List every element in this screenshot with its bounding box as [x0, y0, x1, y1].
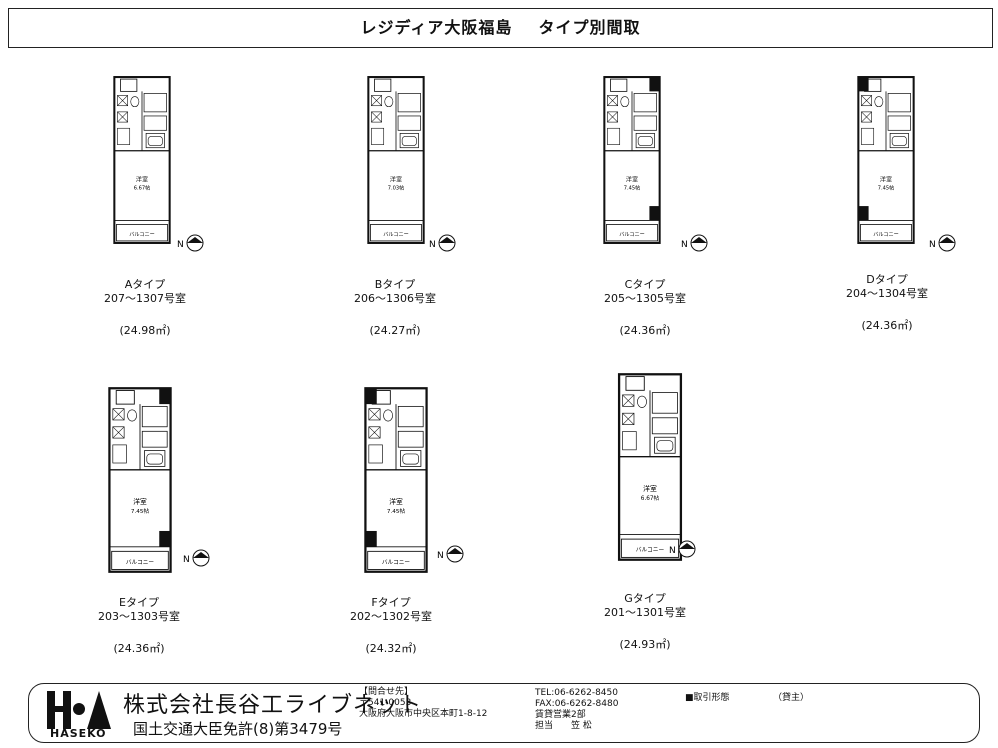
address: 大阪府大阪市中央区本町1-8-12 [359, 709, 488, 719]
room-label: 洋室 [389, 497, 403, 506]
floorplan-f-drawing: 洋室 7.45帖 バルコニー [360, 386, 432, 574]
room-size: 7.03帖 [388, 185, 405, 192]
north-arrow: N [669, 540, 696, 558]
floorplan-d-drawing: 洋室 7.45帖 バルコニー [856, 75, 916, 245]
floor-area: (24.98㎡) [119, 324, 171, 337]
type-label: Cタイプ [624, 278, 666, 291]
svg-text:N: N [429, 240, 436, 250]
floorplan-b-info: Bタイプ 206～1306号室 (24.27㎡) [320, 278, 470, 338]
north-arrow: N [929, 234, 956, 252]
balcony-label: バルコニー [619, 232, 644, 238]
floorplan-a-info: Aタイプ 207～1307号室 (24.98㎡) [70, 278, 220, 338]
room-label: 洋室 [390, 176, 402, 184]
svg-text:N: N [669, 546, 676, 556]
type-label: Dタイプ [866, 273, 908, 286]
type-label: Gタイプ [624, 592, 666, 605]
svg-text:N: N [437, 551, 444, 561]
north-arrow: N [429, 234, 456, 252]
svg-text:N: N [929, 240, 936, 250]
room-range: 207～1307号室 [104, 292, 186, 305]
svg-text:N: N [177, 240, 184, 250]
company-footer: HASEKO 株式会社長谷工ライブネット 国土交通大臣免許(8)第3479号 【… [28, 683, 980, 743]
floor-area: (24.27㎡) [369, 324, 421, 337]
floorplan-b-drawing: 洋室 7.03帖 バルコニー [366, 75, 426, 245]
license-number: 国土交通大臣免許(8)第3479号 [133, 720, 343, 738]
type-label: Aタイプ [124, 278, 166, 291]
type-label: Fタイプ [371, 596, 411, 609]
tel-number: TEL:06-6262-8450 [535, 688, 618, 698]
deal-type-value: （貸主） [773, 693, 810, 703]
room-range: 205～1305号室 [604, 292, 686, 305]
type-label: Eタイプ [119, 596, 159, 609]
room-size: 7.45帖 [624, 185, 641, 192]
page-header: レジディア大阪福島 タイプ別間取 [8, 8, 993, 48]
floorplan-d-info: Dタイプ 204～1304号室 (24.36㎡) [812, 273, 962, 333]
north-arrow: N [437, 545, 464, 563]
room-label: 洋室 [626, 176, 638, 184]
floorplan-e-info: Eタイプ 203～1303号室 (24.36㎡) [64, 596, 214, 656]
room-size: 6.67帖 [134, 185, 151, 192]
north-arrow: N [177, 234, 204, 252]
room-range: 203～1303号室 [98, 610, 180, 623]
balcony-label: バルコニー [873, 232, 898, 238]
fax-number: FAX:06-6262-8480 [535, 699, 619, 709]
north-arrow: N [681, 234, 708, 252]
north-arrow: N [183, 549, 210, 567]
contact-heading: 【問合せ先】 [359, 687, 414, 697]
floorplan-c-info: Cタイプ 205～1305号室 (24.36㎡) [570, 278, 720, 338]
room-range: 202～1302号室 [350, 610, 432, 623]
balcony-label: バルコニー [382, 559, 411, 566]
balcony-label: バルコニー [129, 232, 154, 238]
room-size: 7.45帖 [387, 507, 406, 515]
balcony-label: バルコニー [636, 547, 665, 554]
room-size: 7.45帖 [878, 185, 895, 192]
company-name: 株式会社長谷工ライブネット [123, 693, 423, 718]
contact-info: 【問合せ先】 〒541-0053 大阪府大阪市中央区本町1-8-12 [359, 687, 487, 720]
floorplan-c-drawing: 洋室 7.45帖 バルコニー [602, 75, 662, 245]
tel-fax-info: TEL:06-6262-8450 FAX:06-6262-8480 賃貸営業2部… [535, 688, 618, 732]
type-label: Bタイプ [374, 278, 416, 291]
deal-type-label: ■取引形態 [685, 693, 730, 703]
floor-area: (24.36㎡) [861, 319, 913, 332]
balcony-label: バルコニー [126, 559, 155, 566]
floorplan-e-drawing: 洋室 7.45帖 バルコニー [104, 386, 176, 574]
logo-text: HASEKO [50, 727, 107, 740]
postal-code: 〒541-0053 [359, 698, 412, 708]
room-label: 洋室 [880, 176, 892, 184]
room-label: 洋室 [136, 176, 148, 184]
header-subtitle: タイプ別間取 [538, 18, 641, 37]
svg-text:N: N [183, 555, 190, 565]
balcony-label: バルコニー [383, 232, 408, 238]
floor-area: (24.36㎡) [619, 324, 671, 337]
room-label: 洋室 [133, 497, 147, 506]
svg-text:N: N [681, 240, 688, 250]
department: 賃貸営業2部 [535, 710, 586, 720]
haseko-logo [47, 691, 111, 729]
room-range: 204～1304号室 [846, 287, 928, 300]
room-range: 201～1301号室 [604, 606, 686, 619]
staff-name: 担当 笠 松 [535, 721, 592, 731]
floorplan-g-drawing: 洋室 6.67帖 バルコニー [614, 372, 686, 562]
floor-area: (24.93㎡) [619, 638, 671, 651]
room-size: 7.45帖 [131, 507, 150, 515]
building-name: レジディア大阪福島 [360, 18, 513, 37]
floorplan-a-drawing: 洋室 6.67帖 バルコニー [112, 75, 172, 245]
room-size: 6.67帖 [641, 494, 660, 502]
floor-area: (24.32㎡) [365, 642, 417, 655]
floorplan-g-info: Gタイプ 201～1301号室 (24.93㎡) [570, 592, 720, 652]
floor-area: (24.36㎡) [113, 642, 165, 655]
room-range: 206～1306号室 [354, 292, 436, 305]
room-label: 洋室 [643, 484, 657, 493]
floorplan-f-info: Fタイプ 202～1302号室 (24.32㎡) [316, 596, 466, 656]
